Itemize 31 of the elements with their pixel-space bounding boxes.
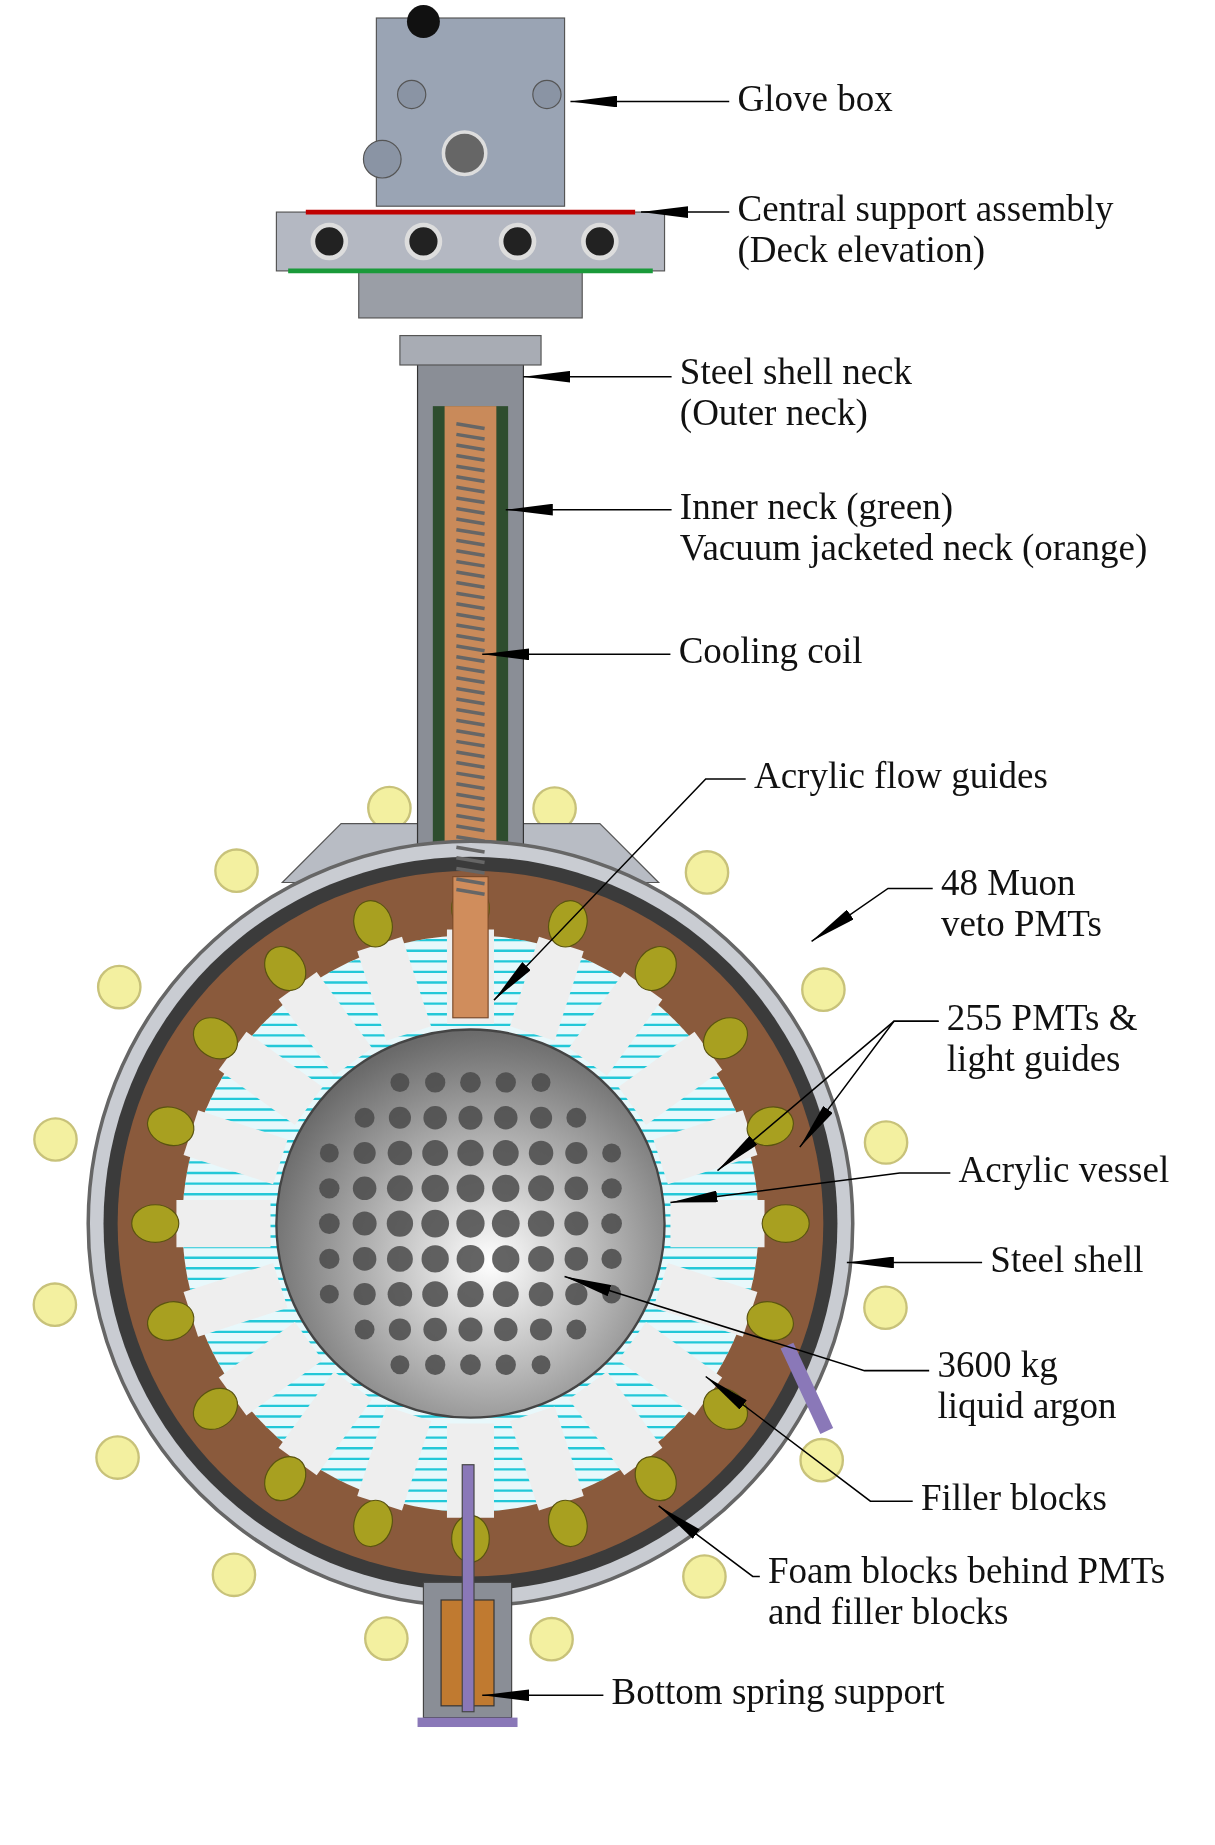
leader-line xyxy=(669,1172,952,1204)
callout-label: Vacuum jacketed neck (orange) xyxy=(679,526,1148,568)
leader-line xyxy=(810,887,934,943)
leader-line xyxy=(569,95,730,108)
callout-label: Cooling coil xyxy=(678,630,863,672)
callout-label: Foam blocks behind PMTs and filler blocks xyxy=(768,1550,1168,1633)
callout-label: 48 Muon veto PMTs xyxy=(940,862,1130,945)
callout-label: Inner neck (green) xyxy=(679,485,955,527)
leader-line xyxy=(846,1256,983,1269)
callout-label: 3600 kg liquid argon xyxy=(937,1344,1147,1427)
callout-label: Bottom spring support xyxy=(611,1671,945,1713)
callout-label: Steel shell neck xyxy=(679,350,913,392)
leader-line xyxy=(640,206,730,218)
callout-label: 255 PMTs & light guides xyxy=(946,997,1197,1080)
leader-line xyxy=(657,1505,761,1578)
callout-label: Filler blocks xyxy=(920,1477,1107,1519)
leader-line xyxy=(563,1275,930,1372)
leader-line xyxy=(493,778,747,1001)
callout-label: Acrylic flow guides xyxy=(753,755,1048,797)
leader-line xyxy=(481,1689,605,1702)
callout-label: Glove box xyxy=(737,77,893,119)
callout-label: (Deck elevation) xyxy=(737,229,987,271)
callout-label: Steel shell xyxy=(990,1238,1144,1280)
callout-label: (Outer neck) xyxy=(679,391,869,433)
leader-line xyxy=(522,370,673,383)
callout-label: Central support assembly xyxy=(737,188,1114,230)
leader-line xyxy=(799,1020,940,1148)
leader-line xyxy=(505,503,673,516)
leader-line xyxy=(704,1375,914,1502)
callout-label: Acrylic vessel xyxy=(958,1149,1170,1191)
leader-line xyxy=(481,648,672,661)
